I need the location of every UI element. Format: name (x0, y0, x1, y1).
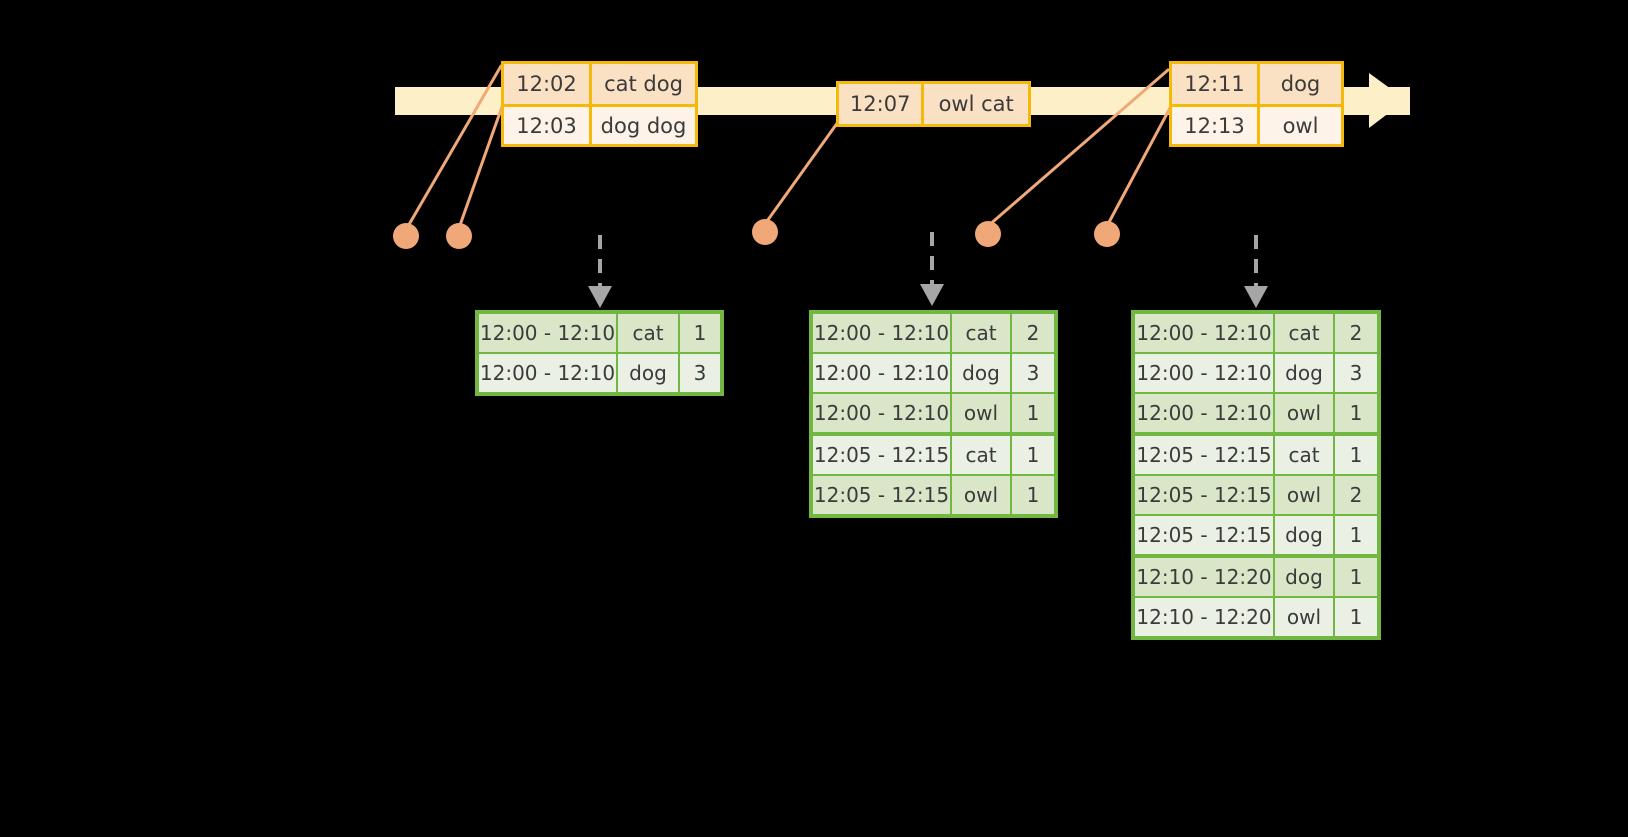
count-cell: 1 (1335, 598, 1377, 636)
event-box-2[interactable]: 12:07 owl cat (836, 81, 1031, 127)
key-cell: owl (1275, 476, 1333, 514)
count-cell: 1 (1335, 436, 1377, 474)
event-row[interactable]: 12:02 cat dog (504, 64, 695, 104)
count-cell: 3 (1335, 354, 1377, 392)
window-cell: 12:05 - 12:15 (813, 436, 950, 474)
event-box-3[interactable]: 12:11 dog 12:13 owl (1169, 61, 1344, 147)
event-row[interactable]: 12:13 owl (1172, 104, 1341, 144)
key-cell: owl (1275, 394, 1333, 432)
dashed-arrow-head-2 (920, 284, 944, 306)
window-cell: 12:10 - 12:20 (1135, 598, 1273, 636)
window-cell: 12:00 - 12:10 (813, 354, 950, 392)
key-cell: dog (952, 354, 1010, 392)
window-cell: 12:05 - 12:15 (1135, 436, 1273, 474)
event-words: owl (1260, 107, 1341, 144)
count-cell: 1 (1012, 436, 1054, 474)
count-cell: 1 (1335, 394, 1377, 432)
dashed-arrow-head-1 (588, 286, 612, 308)
count-cell: 2 (1012, 314, 1054, 352)
window-cell: 12:05 - 12:15 (1135, 516, 1273, 554)
event-box-1[interactable]: 12:02 cat dog 12:03 dog dog (501, 61, 698, 147)
window-cell: 12:10 - 12:20 (1135, 558, 1273, 596)
event-time: 12:07 (839, 84, 925, 124)
key-cell: dog (1275, 354, 1333, 392)
event-dot-2 (446, 223, 472, 249)
connector-line-2 (457, 102, 505, 230)
count-cell: 3 (680, 354, 720, 392)
key-cell: cat (1275, 436, 1333, 474)
event-words: dog (1260, 64, 1341, 104)
count-cell: 2 (1335, 476, 1377, 514)
window-cell: 12:00 - 12:10 (479, 314, 616, 352)
event-row[interactable]: 12:11 dog (1172, 64, 1341, 104)
window-cell: 12:00 - 12:10 (479, 354, 616, 392)
key-cell: dog (618, 354, 678, 392)
window-cell: 12:00 - 12:10 (813, 394, 950, 432)
event-row[interactable]: 12:03 dog dog (504, 104, 695, 144)
key-cell: owl (952, 476, 1010, 514)
key-cell: cat (618, 314, 678, 352)
count-cell: 1 (1012, 394, 1054, 432)
window-cell: 12:00 - 12:10 (813, 314, 950, 352)
window-cell: 12:05 - 12:15 (1135, 476, 1273, 514)
count-cell: 1 (1012, 476, 1054, 514)
event-words: cat dog (592, 64, 695, 104)
count-cell: 2 (1335, 314, 1377, 352)
window-cell: 12:00 - 12:10 (1135, 354, 1273, 392)
event-words: dog dog (592, 107, 695, 144)
key-cell: dog (1275, 558, 1333, 596)
key-cell: cat (1275, 314, 1333, 352)
event-row[interactable]: 12:07 owl cat (839, 84, 1028, 124)
window-cell: 12:00 - 12:10 (1135, 314, 1273, 352)
event-dot-1 (393, 223, 419, 249)
event-time: 12:13 (1172, 107, 1260, 144)
dashed-arrow-head-3 (1244, 286, 1268, 308)
event-time: 12:02 (504, 64, 592, 104)
key-cell: owl (952, 394, 1010, 432)
event-words: owl cat (924, 84, 1028, 124)
count-cell: 1 (1335, 558, 1377, 596)
event-dot-5 (1094, 221, 1120, 247)
event-time: 12:03 (504, 107, 592, 144)
connector-line-3 (763, 120, 840, 226)
key-cell: dog (1275, 516, 1333, 554)
key-cell: cat (952, 436, 1010, 474)
event-dot-4 (975, 221, 1001, 247)
connector-line-5 (1105, 106, 1172, 228)
count-cell: 1 (1335, 516, 1377, 554)
key-cell: cat (952, 314, 1010, 352)
key-cell: owl (1275, 598, 1333, 636)
event-dot-3 (752, 219, 778, 245)
count-cell: 1 (680, 314, 720, 352)
window-cell: 12:00 - 12:10 (1135, 394, 1273, 432)
event-time: 12:11 (1172, 64, 1260, 104)
count-cell: 3 (1012, 354, 1054, 392)
window-cell: 12:05 - 12:15 (813, 476, 950, 514)
